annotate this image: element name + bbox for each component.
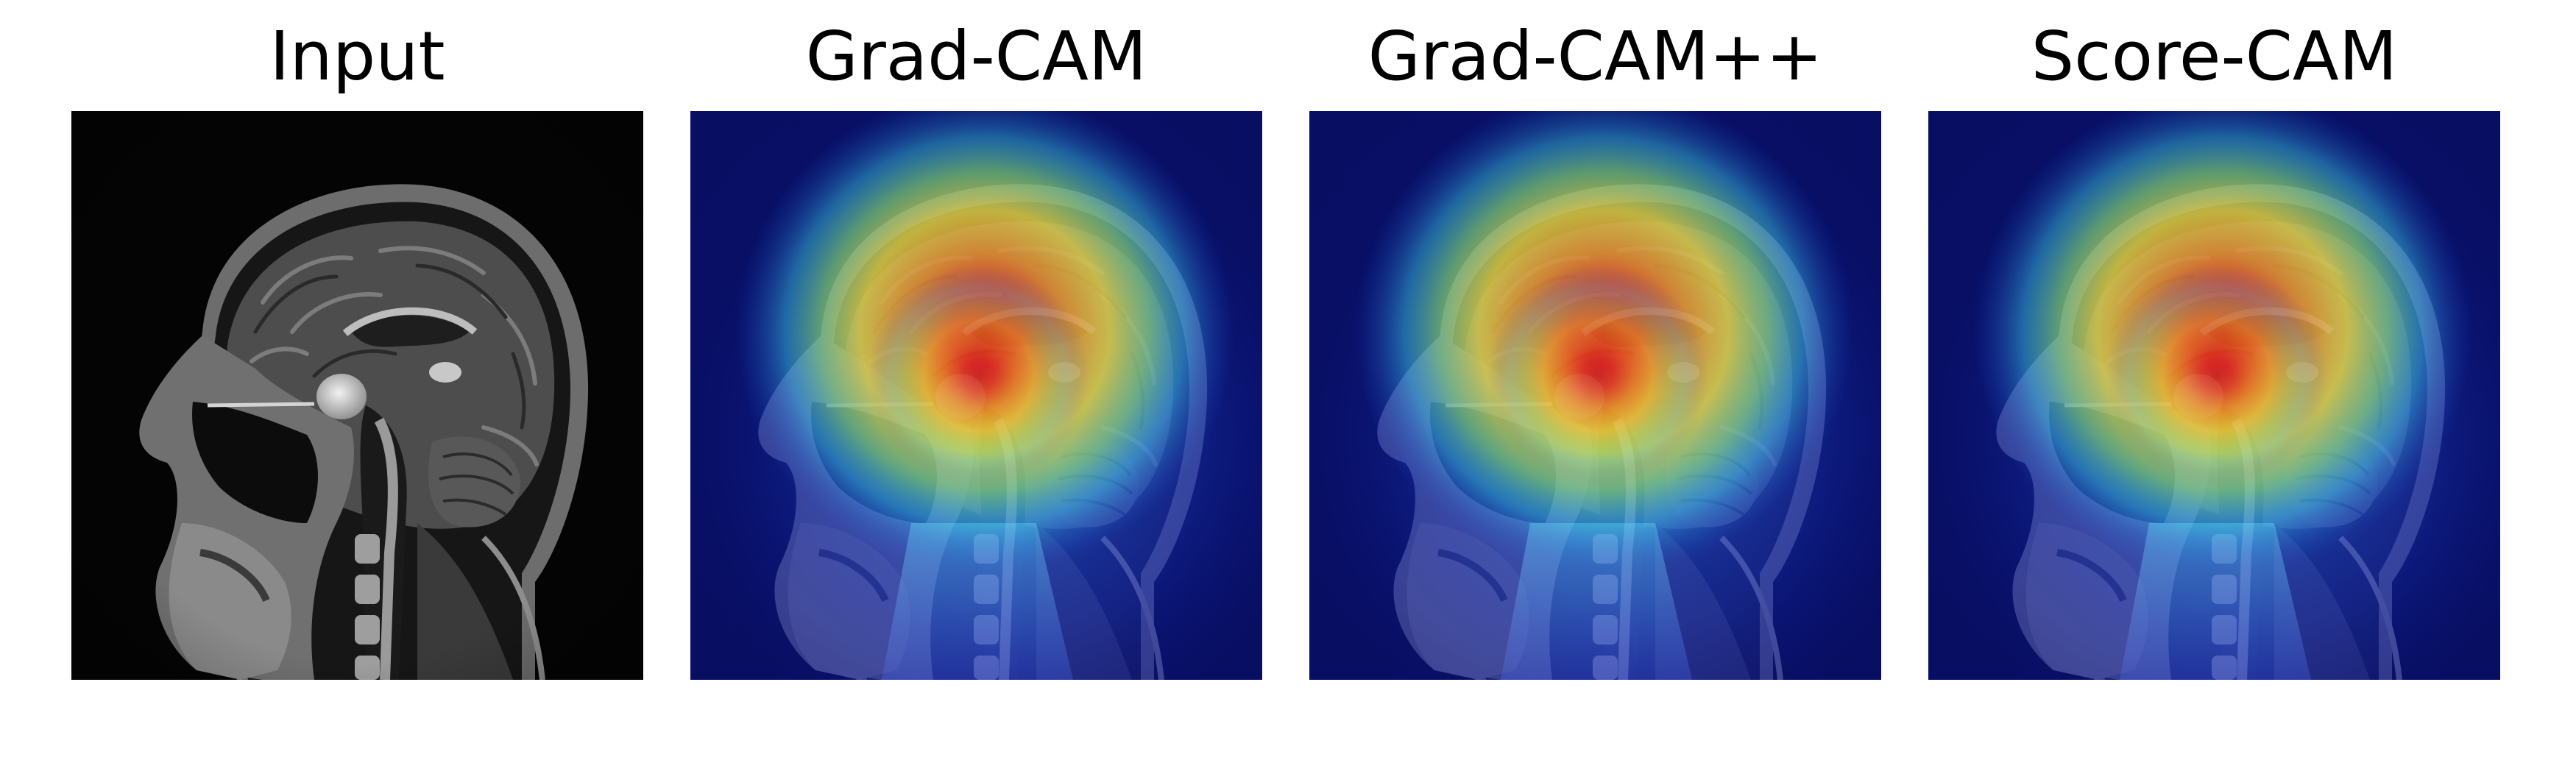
panel-title-score-cam: Score-CAM: [2031, 17, 2398, 96]
panel-title-input: Input: [269, 17, 445, 96]
grad-cam-heatmap-image: [690, 111, 1262, 680]
panel-score-cam: Score-CAM: [1928, 0, 2500, 760]
grad-cam-plus-plus-heatmap-image: [1309, 111, 1881, 680]
score-cam-heatmap-image: [1928, 111, 2500, 680]
panel-title-grad-cam-plus-plus: Grad-CAM++: [1367, 17, 1823, 96]
panel-title-grad-cam: Grad-CAM: [805, 17, 1147, 96]
panel-grad-cam-plus-plus: Grad-CAM++: [1309, 0, 1881, 760]
input-mri-image: [71, 111, 643, 680]
panel-grad-cam: Grad-CAM: [690, 0, 1262, 760]
panel-input: Input: [71, 0, 643, 760]
